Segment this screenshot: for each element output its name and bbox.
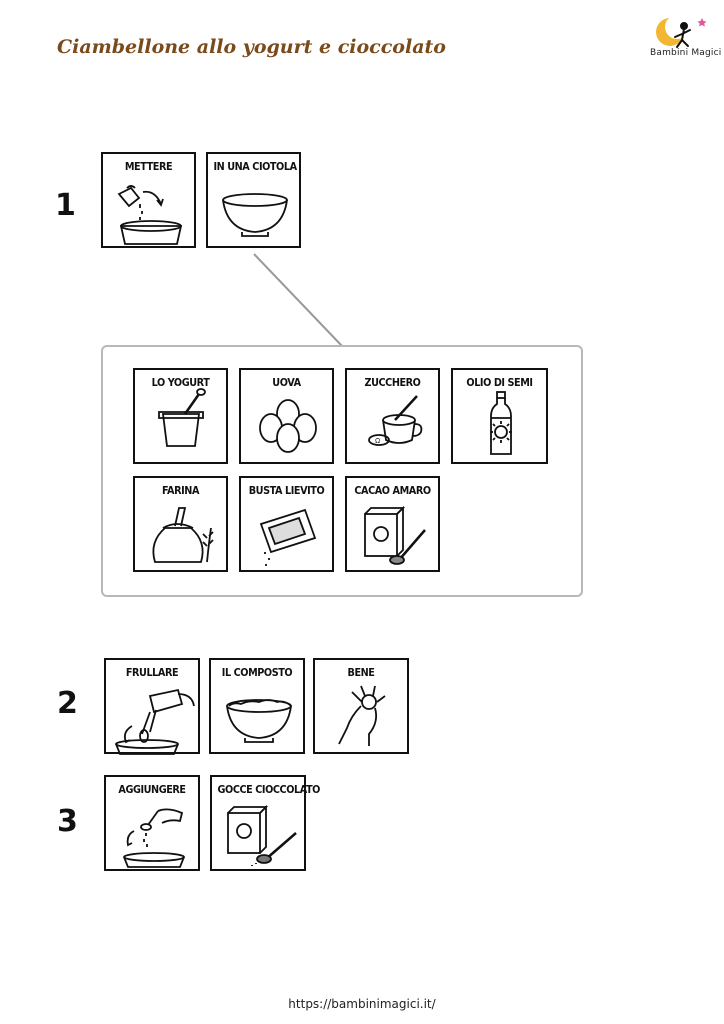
yogurt-icon [158,388,206,447]
card-olio-di-semi: OLIO DI SEMI [451,368,548,464]
cocoa-box-icon [364,505,426,565]
card-label: LO YOGURT [151,376,210,389]
card-label: GOCCE CIOCCOLATO [217,783,321,796]
card-mettere: METTERE [101,152,196,248]
card-label: IL COMPOSTO [221,666,293,679]
page-title: Ciambellone allo yogurt e cioccolato [57,36,446,58]
bowl-icon [222,193,288,237]
step-number-2: 2 [57,686,78,721]
sugar-bowl-icon: Ω [368,395,423,446]
logo-text: Bambini Magici [650,48,722,58]
add-spoon-icon [123,808,185,868]
mixer-icon [115,688,195,755]
mixture-bowl-icon [226,699,292,743]
card-label: UOVA [272,376,301,389]
card-bene: BENE [313,658,409,754]
step-number-1: 1 [55,188,76,223]
card-label: AGGIUNGERE [118,783,186,796]
card-frullare: FRULLARE [104,658,200,755]
chocolate-chips-icon [227,804,297,866]
ingredients-panel [101,345,583,597]
card-label: FARINA [161,484,200,497]
card-label: ZUCCHERO [364,376,421,389]
card-label: FRULLARE [125,666,179,679]
card-lo-yogurt: LO YOGURT [133,368,228,464]
card-label: BUSTA LIEVITO [248,484,325,497]
card-label: METTERE [124,160,173,173]
card-cacao-amaro: CACAO AMARO [345,476,440,572]
card-label: BENE [347,666,375,679]
card-gocce-cioccolato: GOCCE CIOCCOLATO [210,775,321,871]
card-label: CACAO AMARO [354,484,431,497]
footer-url[interactable]: https://bambinimagici.it/ [288,997,436,1011]
card-zucchero: ZUCCHERO Ω [345,368,440,464]
flour-sack-icon [152,507,214,563]
card-il-composto: IL COMPOSTO [209,658,305,754]
ok-hand-icon [338,685,386,746]
card-label: IN UNA CIOTOLA [213,160,297,173]
card-label: OLIO DI SEMI [466,376,533,389]
card-uova: UOVA [239,368,334,464]
yeast-packet-icon [259,508,317,566]
card-in-una-ciotola: IN UNA CIOTOLA [206,152,301,248]
card-farina: FARINA [133,476,228,572]
card-busta-lievito: BUSTA LIEVITO [239,476,334,572]
oil-bottle-icon [490,391,512,455]
step-number-3: 3 [57,804,78,839]
svg-text:Ω: Ω [375,438,380,445]
bambini-magici-logo [656,15,707,48]
eggs-icon [259,399,317,453]
card-aggiungere: AGGIUNGERE [104,775,200,871]
pour-jug-icon [117,185,183,245]
